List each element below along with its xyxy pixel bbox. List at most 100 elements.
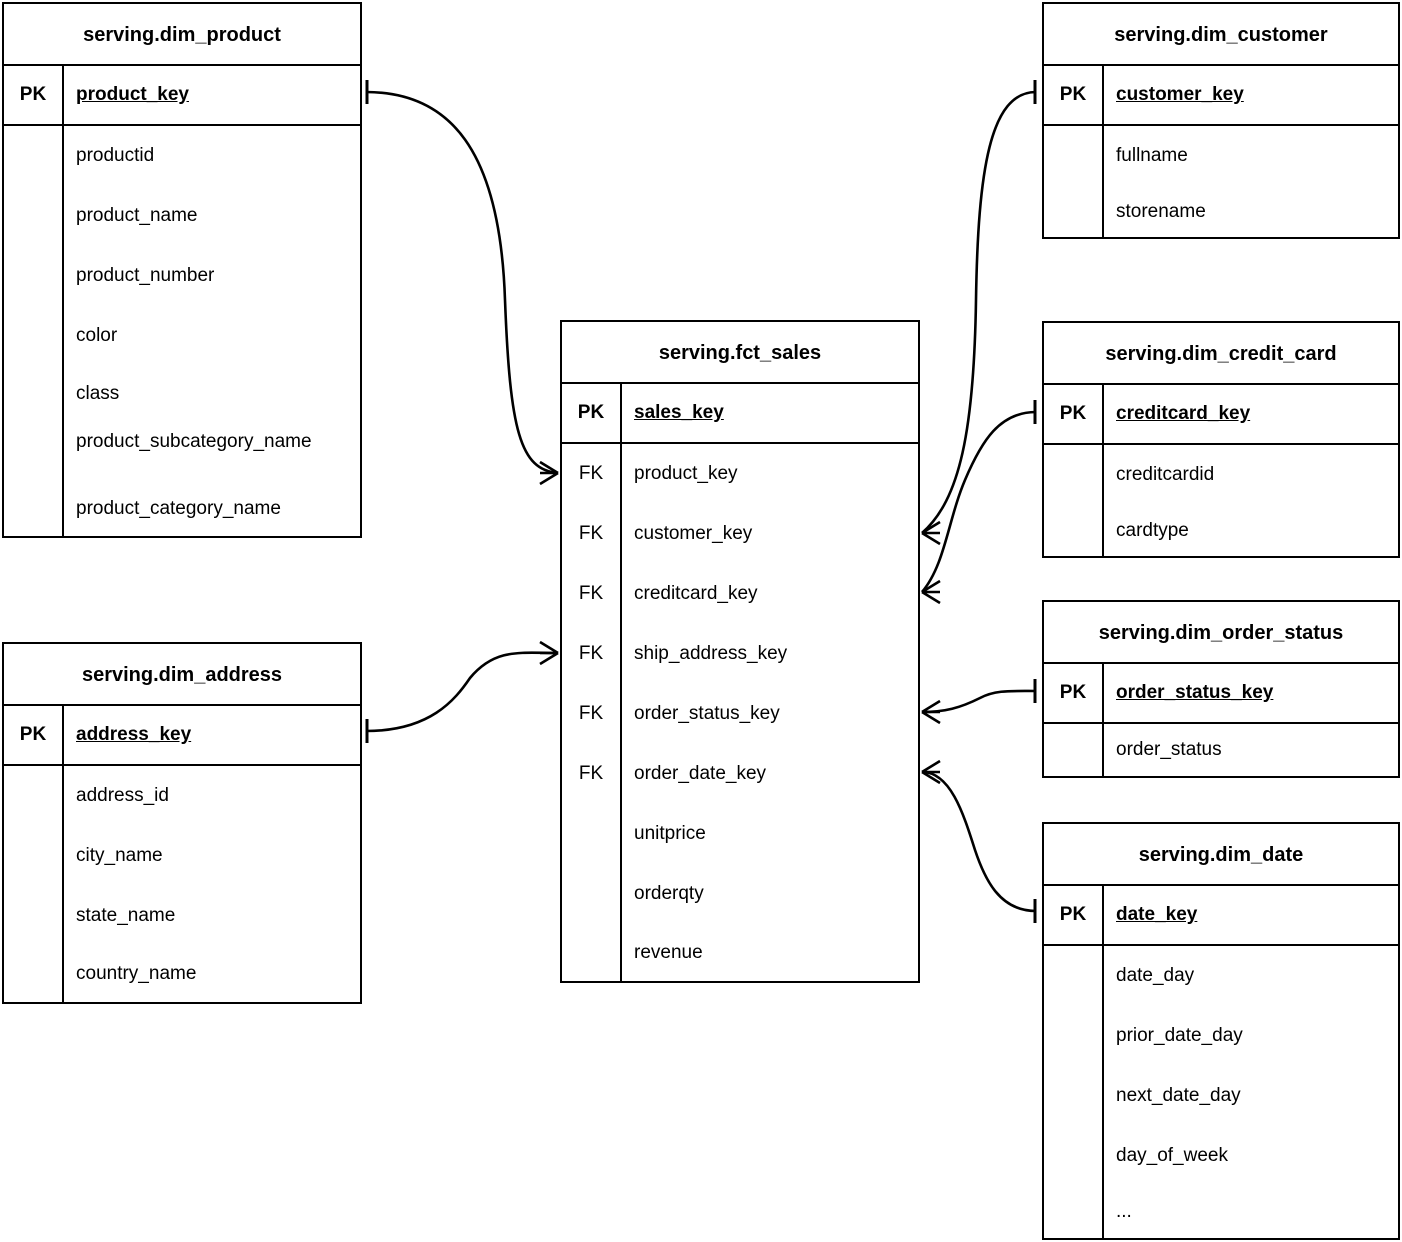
fk-badge: FK [578,763,604,784]
pk-row-dim-credit-card: PK creditcard_key [1044,385,1398,445]
measure-name: revenue [620,924,918,981]
attribute-row: cardtype [1044,505,1398,556]
pk-column-name: order_status_key [1102,664,1398,722]
pk-column-name: customer_key [1102,66,1398,124]
key-spacer [1044,445,1102,505]
key-spacer [4,246,62,306]
attribute-row: order_status [1044,724,1398,776]
measure-name: unitprice [620,804,918,864]
entity-dim-customer[interactable]: serving.dim_customer PK customer_key ful… [1042,2,1400,239]
entity-title-dim-product: serving.dim_product [4,4,360,66]
key-spacer [4,886,62,946]
attribute-list-dim-order-status: order_status [1044,724,1398,776]
key-spacer [1044,1006,1102,1066]
attribute-name: date_day [1102,946,1398,1006]
attribute-name: fullname [1102,126,1398,186]
fk-row: FK order_status_key [562,684,918,744]
pk-row-fct-sales: PK sales_key [562,384,918,444]
pk-badge: PK [1059,682,1087,703]
fk-row: FK creditcard_key [562,564,918,624]
key-spacer [4,421,62,481]
attribute-list-dim-product: productid product_name product_number co… [4,126,360,536]
entity-dim-order-status[interactable]: serving.dim_order_status PK order_status… [1042,600,1400,778]
attribute-name: product_subcategory_name [62,421,360,481]
attribute-name: next_date_day [1102,1066,1398,1126]
relationship-creditcard-sales [921,400,1037,605]
key-spacer [4,481,62,536]
relationship-product-sales [365,80,559,486]
fk-column-name: creditcard_key [620,564,918,624]
entity-dim-date[interactable]: serving.dim_date PK date_key date_day pr… [1042,822,1400,1240]
crowfoot-orderstatus [921,699,941,725]
attribute-row: storename [1044,186,1398,237]
pk-badge: PK [19,84,47,105]
fk-badge: FK [578,463,604,484]
attribute-name: class [62,366,360,421]
attribute-name: productid [62,126,360,186]
attribute-row: product_subcategory_name [4,421,360,481]
attribute-row: address_id [4,766,360,826]
pk-row-dim-date: PK date_key [1044,886,1398,946]
key-spacer [4,186,62,246]
relationship-address-sales [365,640,559,743]
attribute-list-dim-date: date_day prior_date_day next_date_day da… [1044,946,1398,1238]
fk-badge: FK [578,583,604,604]
key-spacer [4,306,62,366]
pk-row-dim-order-status: PK order_status_key [1044,664,1398,724]
key-spacer [562,804,620,864]
attribute-name: cardtype [1102,505,1398,556]
attribute-row: ... [1044,1186,1398,1238]
entity-title-dim-order-status: serving.dim_order_status [1044,602,1398,664]
attribute-row: unitprice [562,804,918,864]
pk-column-name: sales_key [620,384,918,442]
attribute-name: address_id [62,766,360,826]
attribute-row: next_date_day [1044,1066,1398,1126]
key-spacer [1044,1186,1102,1238]
attribute-row: city_name [4,826,360,886]
entity-dim-product[interactable]: serving.dim_product PK product_key produ… [2,2,362,538]
entity-title-fct-sales: serving.fct_sales [562,322,918,384]
key-spacer [1044,126,1102,186]
entity-dim-credit-card[interactable]: serving.dim_credit_card PK creditcard_ke… [1042,321,1400,558]
attribute-row: state_name [4,886,360,946]
key-spacer [1044,1126,1102,1186]
fk-column-name: ship_address_key [620,624,918,684]
fk-row: FK ship_address_key [562,624,918,684]
pk-row-dim-product: PK product_key [4,66,360,126]
key-spacer [1044,724,1102,776]
attribute-name: day_of_week [1102,1126,1398,1186]
key-spacer [4,126,62,186]
pk-badge: PK [1059,84,1087,105]
attribute-name: creditcardid [1102,445,1398,505]
fk-column-name: customer_key [620,504,918,564]
pk-column-name: product_key [62,66,360,124]
entity-dim-address[interactable]: serving.dim_address PK address_key addre… [2,642,362,1004]
pk-badge: PK [1059,403,1087,424]
relationship-orderstatus-sales [921,679,1037,725]
attribute-name: product_category_name [62,481,360,536]
attribute-row: prior_date_day [1044,1006,1398,1066]
fk-row: FK customer_key [562,504,918,564]
key-spacer [1044,1066,1102,1126]
entity-fct-sales[interactable]: serving.fct_sales PK sales_key FK produc… [560,320,920,983]
attribute-row: product_name [4,186,360,246]
attribute-name: ... [1102,1186,1398,1238]
entity-title-dim-customer: serving.dim_customer [1044,4,1398,66]
attribute-name: product_name [62,186,360,246]
attribute-row: productid [4,126,360,186]
fk-badge: FK [578,523,604,544]
key-spacer [4,366,62,421]
crowfoot-address [539,640,559,666]
key-spacer [4,766,62,826]
relationship-customer-sales [921,80,1037,546]
fk-badge: FK [578,643,604,664]
pk-column-name: date_key [1102,886,1398,944]
attribute-row: class [4,366,360,421]
fk-row: FK product_key [562,444,918,504]
attribute-row: day_of_week [1044,1126,1398,1186]
attribute-name: country_name [62,946,360,1002]
pk-badge: PK [1059,904,1087,925]
fk-row: FK order_date_key [562,744,918,804]
pk-row-dim-address: PK address_key [4,706,360,766]
